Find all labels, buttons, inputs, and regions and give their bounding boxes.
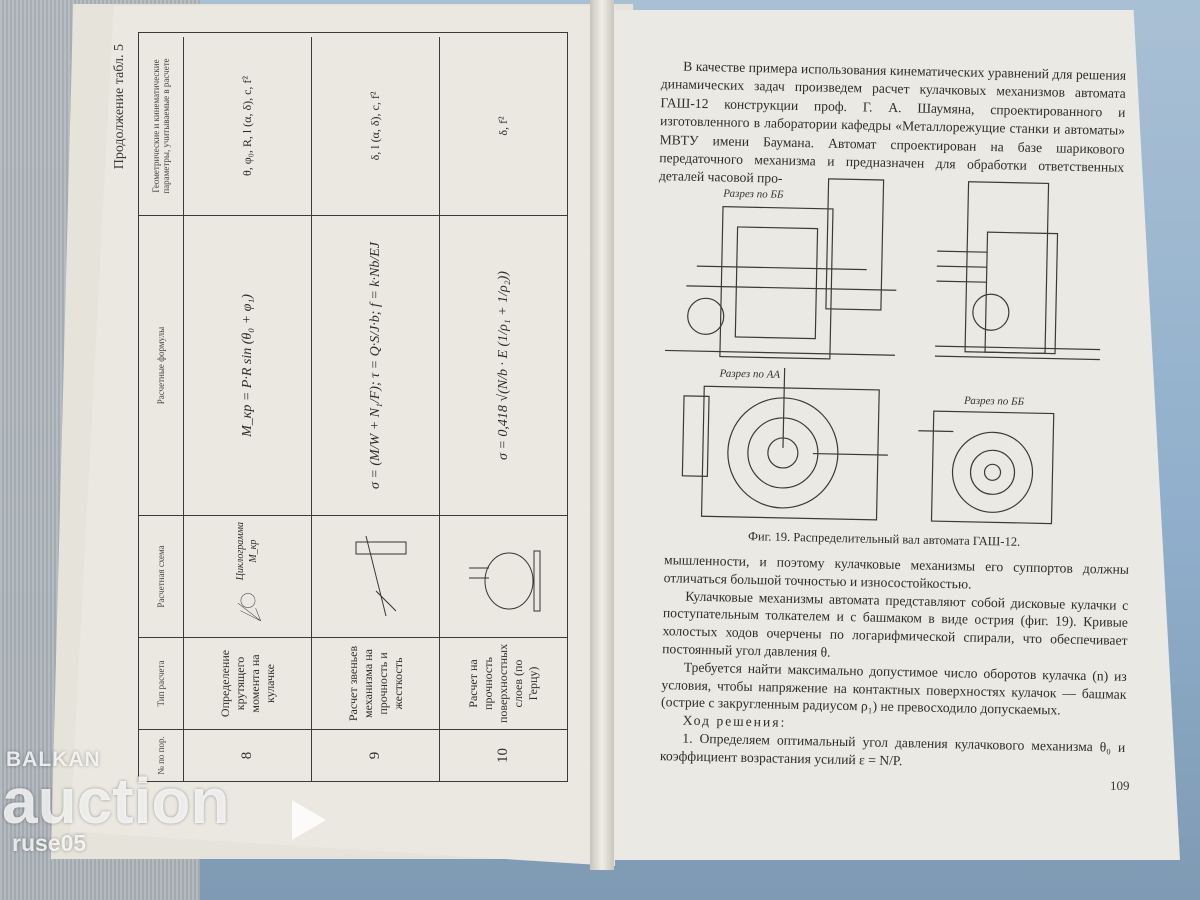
watermark-main: auction xyxy=(2,765,230,837)
table-cell: σ = (M/W + N₁/F); τ = Q·S/J·b; f = k·Nb/… xyxy=(312,216,440,515)
figure-19: Разрез по ББ Разрез по АА Разрез по ББ xyxy=(661,165,1106,539)
table-cell xyxy=(440,516,567,637)
table-cell: 10 xyxy=(495,748,512,763)
scheme-label: Циклограмма M_кр xyxy=(235,522,259,581)
rotated-table: Продолжение табл. 5 № по пор. 8 9 10 Тип… xyxy=(112,32,572,782)
scheme-sketch-contact xyxy=(468,551,540,612)
scheme-sketch-beam xyxy=(355,536,406,617)
scheme-sketch-cam xyxy=(237,593,261,622)
header-params: Геометрические и кинематические параметр… xyxy=(139,37,184,215)
watermark-top: BALKAN xyxy=(6,748,101,771)
table-cell: Расчет звеньев механизма на прочность и … xyxy=(312,638,440,729)
column-formula: Расчетные формулы M_кр = P·R sin (θ₀ + φ… xyxy=(139,215,567,515)
mechanism-drawing: Разрез по ББ Разрез по АА Разрез по ББ xyxy=(664,178,1106,525)
paragraph: Требуется найти максимально допустимое ч… xyxy=(660,659,1127,718)
column-type: Тип расчета Определение крутящего момент… xyxy=(139,637,567,729)
table-cell: 9 xyxy=(312,730,440,781)
header-scheme: Расчетная схема xyxy=(139,516,184,637)
header-formula: Расчетные формулы xyxy=(139,216,184,515)
table-cell: Расчет на прочность поверхностных слоев … xyxy=(466,643,540,724)
table-caption: Продолжение табл. 5 xyxy=(112,44,127,170)
table-cell: Определение крутящего момента на кулачке xyxy=(184,638,312,729)
column-scheme: Расчетная схема Циклограмма M_кр xyxy=(139,515,567,637)
table-cell: Циклограмма M_кр xyxy=(184,516,312,637)
header-type: Тип расчета xyxy=(139,638,184,729)
left-page xyxy=(70,6,615,866)
table-grid: № по пор. 8 9 10 Тип расчета Определение… xyxy=(138,32,568,782)
table-cell: δ, f² xyxy=(496,116,510,136)
play-icon xyxy=(292,800,326,840)
table-cell: σ = 0,418 √(N/b · E (1/ρ₁ + 1/ρ₂)) xyxy=(495,271,511,460)
table-cell: θ, φ₀, R, l (α, δ), c, f² xyxy=(184,37,312,215)
section-label-bb-right: Разрез по ББ xyxy=(963,395,1025,408)
body-text: мышленности, и поэтому кулачковые механи… xyxy=(660,551,1129,774)
section-label-bb-top: Разрез по ББ xyxy=(722,188,784,201)
watermark: BALKAN auction ruse05 xyxy=(2,748,326,857)
right-page xyxy=(600,10,1180,860)
paragraph: Кулачковые механизмы автомата представля… xyxy=(662,588,1129,660)
page-number: 109 xyxy=(1110,778,1130,793)
column-params: Геометрические и кинематические параметр… xyxy=(139,37,567,215)
table-cell: δ, l (α, δ), c, f² xyxy=(312,37,440,215)
table-cell xyxy=(312,516,440,637)
watermark-bottom: ruse05 xyxy=(12,830,87,856)
table-cell: M_кр = P·R sin (θ₀ + φ₁) xyxy=(184,216,312,515)
section-label-aa: Разрез по АА xyxy=(718,368,780,381)
book-gutter xyxy=(590,0,614,870)
